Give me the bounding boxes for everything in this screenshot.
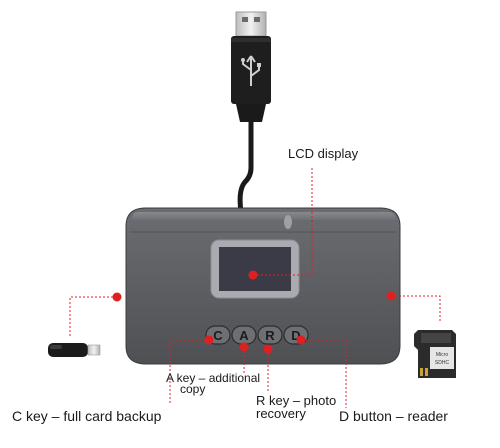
key-r[interactable]: R	[257, 325, 283, 345]
usb-plug-icon	[231, 11, 271, 122]
key-a-label: A	[239, 328, 249, 343]
d-key-dot	[296, 335, 306, 345]
c-key-label: C key – full card backup	[12, 408, 162, 424]
usb-flash-drive-icon	[48, 343, 101, 357]
a-key-label-line1: A key – additional	[166, 371, 261, 385]
d-key-callout-line	[301, 339, 347, 408]
usb-port-callout-line	[69, 296, 117, 337]
usb-port-dot	[112, 292, 122, 302]
lcd-display	[210, 239, 300, 299]
card-slot-callout-line	[391, 295, 441, 322]
c-key-callout-line	[169, 339, 209, 405]
r-key-label-line2: recovery	[256, 406, 306, 421]
micro-sd-card-icon: Micro SDHC	[414, 330, 456, 378]
lcd-display-label: LCD display	[288, 146, 359, 161]
card-slot-dot	[386, 291, 396, 301]
a-key-dot	[239, 342, 249, 352]
r-key-dot	[263, 344, 273, 354]
key-a[interactable]: A	[231, 325, 257, 345]
status-led-icon	[284, 215, 292, 229]
a-key-label-line2: copy	[180, 382, 206, 396]
lcd-dot	[248, 270, 258, 280]
key-r-label: R	[265, 328, 275, 343]
key-c-label: C	[213, 328, 223, 343]
c-key-dot	[204, 335, 214, 345]
d-button-label: D button – reader	[339, 408, 448, 424]
sd-card-label-1: Micro	[436, 352, 448, 358]
usb-symbol-icon	[242, 55, 260, 86]
key-d-label: D	[291, 328, 300, 343]
usb-cable	[237, 119, 254, 215]
r-key-label-line1: R key – photo	[256, 393, 337, 408]
callout-dots	[112, 270, 396, 354]
sd-card-label-2: SDHC	[435, 360, 450, 366]
